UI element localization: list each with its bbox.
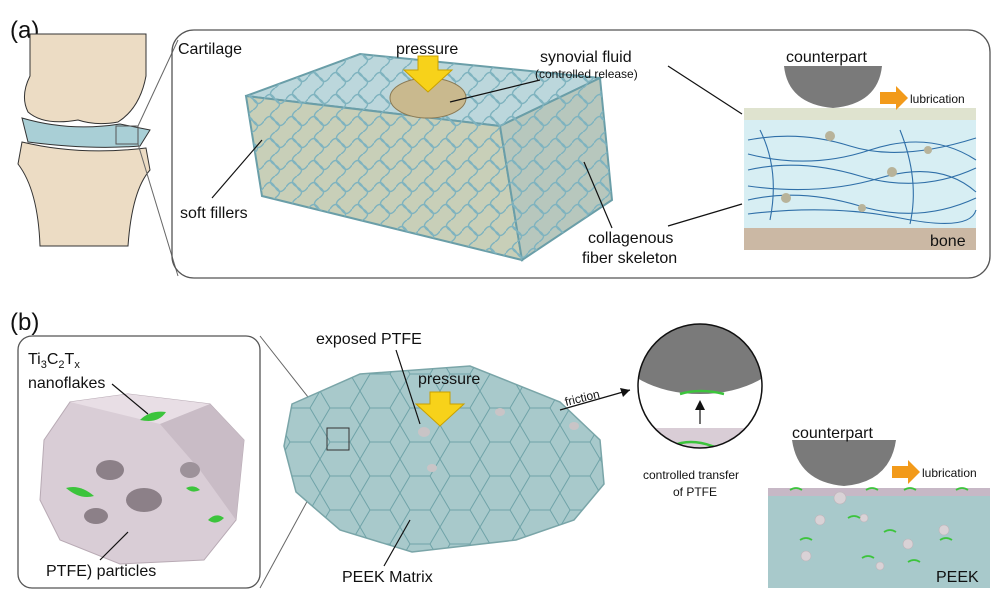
ti3c2tx-label: Ti3C2Tx xyxy=(28,351,80,371)
collagen-pointer-zoom xyxy=(668,204,742,226)
synovial-to-zoom-pointer xyxy=(668,66,742,114)
transfer-magnifier xyxy=(616,298,784,458)
counterpart-label-a: counterpart xyxy=(786,49,867,66)
lubrication-label-b: lubrication xyxy=(922,466,977,480)
ptfe-particles-label: PTFE) particles xyxy=(46,563,156,580)
panel-b-tag: (b) xyxy=(10,309,39,336)
controlled-transfer-line2: of PTFE xyxy=(673,485,717,499)
bone-label: bone xyxy=(930,233,966,250)
soft-fillers-label: soft fillers xyxy=(180,205,248,222)
nanoflakes-label: nanoflakes xyxy=(28,375,105,392)
exposed-ptfe-label: exposed PTFE xyxy=(316,331,422,348)
collagen-label-line1: collagenous xyxy=(588,230,673,247)
ptfe-particle xyxy=(40,394,244,564)
pressure-label-a: pressure xyxy=(396,41,458,58)
cartilage-label: Cartilage xyxy=(178,41,242,58)
counterpart-label-b: counterpart xyxy=(792,425,873,442)
peek-label: PEEK xyxy=(936,569,979,586)
lubrication-schematic-b xyxy=(768,440,990,588)
lubrication-arrow-a xyxy=(880,86,908,110)
counterpart-b xyxy=(792,440,896,486)
soft-fillers-pointer xyxy=(212,140,262,198)
lubrication-label-a: lubrication xyxy=(910,92,965,106)
synovial-fluid-sub: (controlled release) xyxy=(535,67,638,81)
friction-label: friction xyxy=(563,387,601,409)
controlled-transfer-line1: controlled transfer xyxy=(643,468,739,482)
knee-joint-illustration xyxy=(18,34,150,246)
synovial-fluid-label: synovial fluid xyxy=(540,49,632,66)
lubrication-arrow-b xyxy=(892,460,920,484)
collagen-label-line2: fiber skeleton xyxy=(582,250,677,267)
peek-matrix-label: PEEK Matrix xyxy=(342,569,433,586)
counterpart-a xyxy=(784,66,882,108)
pressure-label-b: pressure xyxy=(418,371,480,388)
